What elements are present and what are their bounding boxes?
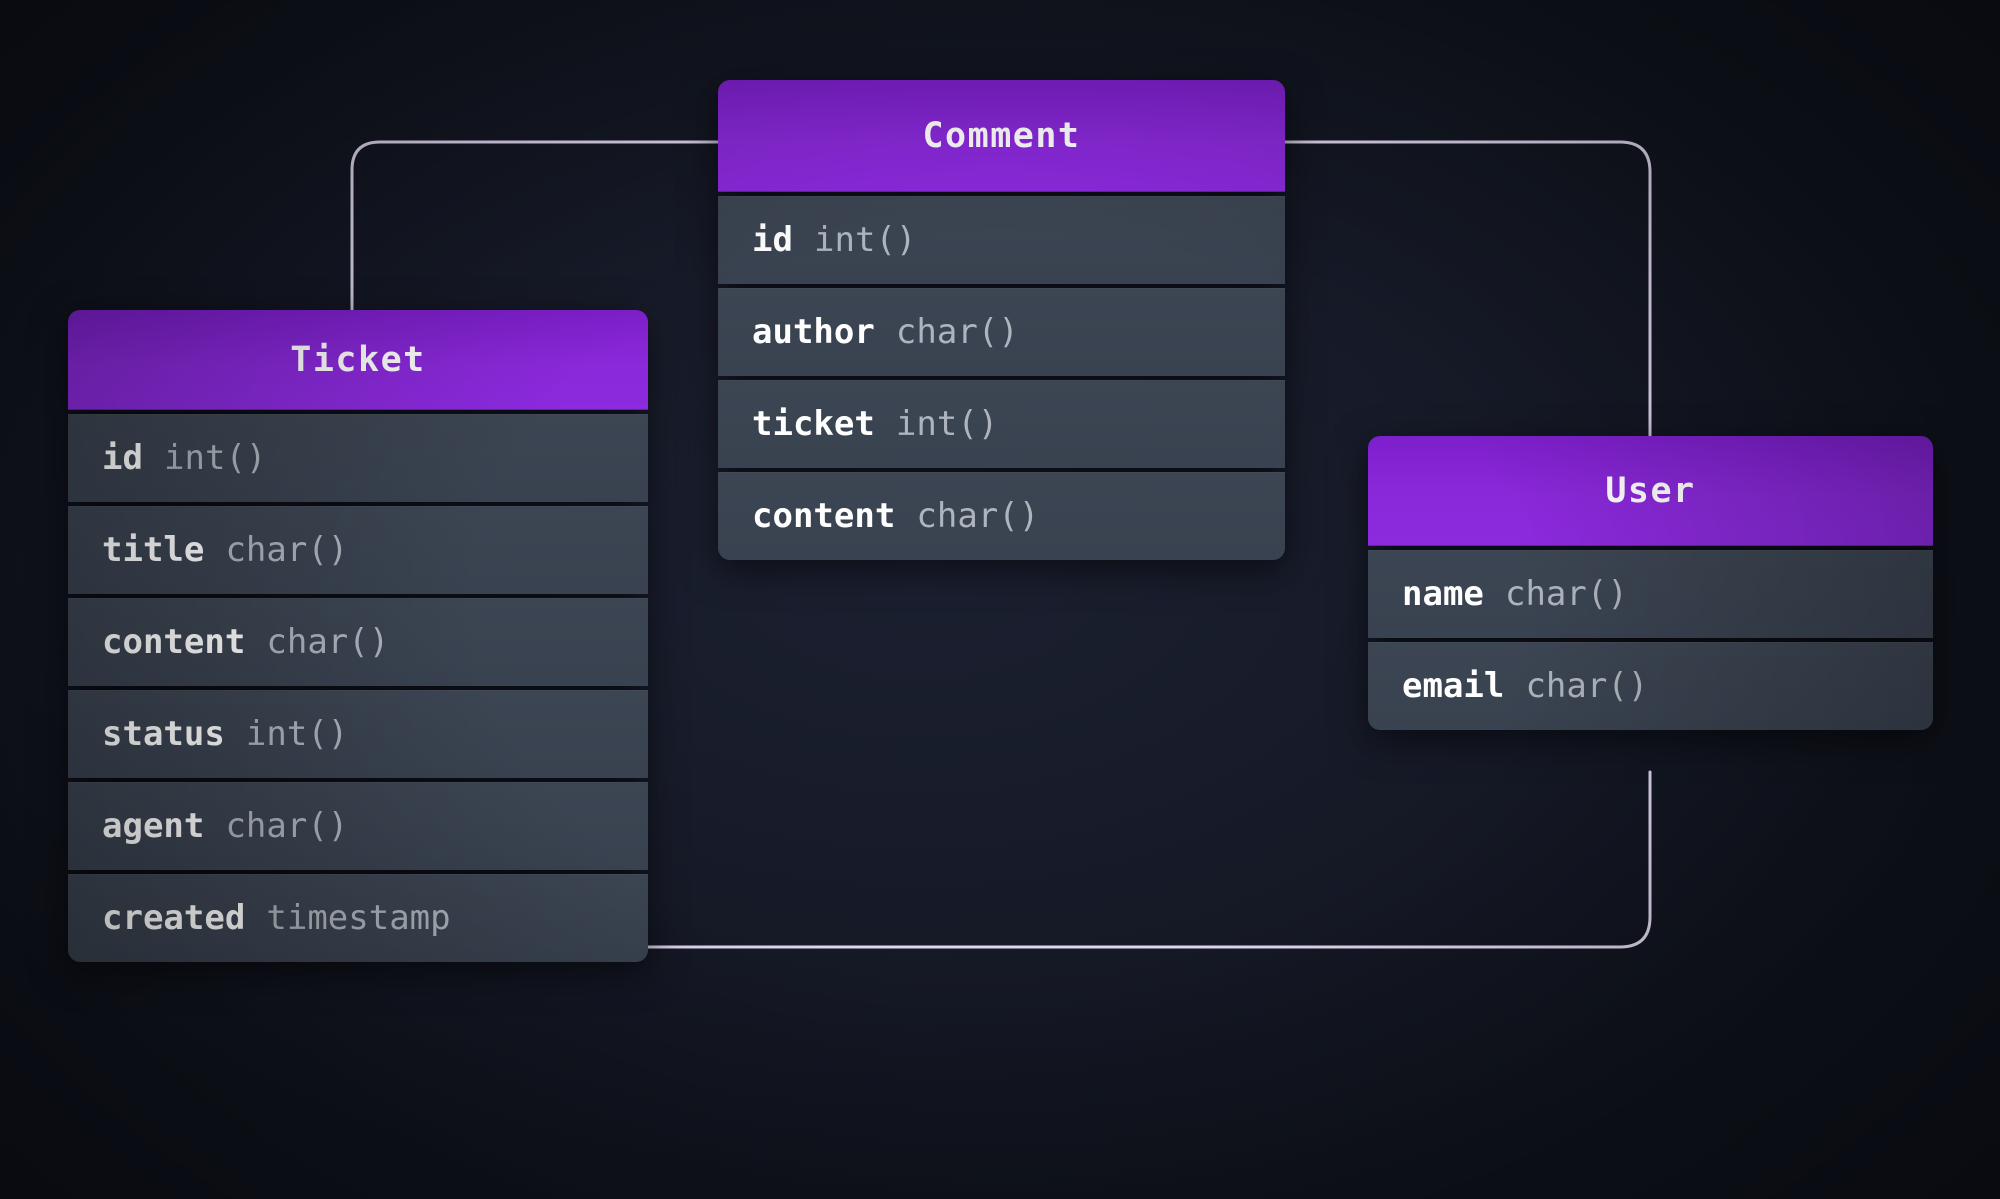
field-row[interactable]: created timestamp — [68, 874, 648, 962]
field-row[interactable]: title char() — [68, 506, 648, 594]
field-type: timestamp — [266, 898, 451, 938]
field-type: char() — [895, 312, 1019, 352]
field-name: title — [102, 530, 205, 570]
field-row[interactable]: id int() — [68, 414, 648, 502]
field-type: int() — [814, 220, 917, 260]
field-name: content — [102, 622, 246, 662]
field-type: char() — [266, 622, 390, 662]
edge-comment-to-ticket — [350, 140, 720, 312]
entity-user-fields: name char() email char() — [1368, 546, 1933, 730]
field-name: created — [102, 898, 246, 938]
entity-comment[interactable]: Comment id int() author char() ticket in… — [718, 80, 1285, 560]
field-name: agent — [102, 806, 205, 846]
field-row[interactable]: id int() — [718, 196, 1285, 284]
field-name: email — [1402, 666, 1505, 706]
entity-ticket-fields: id int() title char() content char() sta… — [68, 410, 648, 962]
field-row[interactable]: email char() — [1368, 642, 1933, 730]
entity-comment-fields: id int() author char() ticket int() cont… — [718, 192, 1285, 560]
entity-comment-title: Comment — [718, 80, 1285, 192]
field-row[interactable]: name char() — [1368, 550, 1933, 638]
field-type: char() — [225, 806, 349, 846]
field-name: ticket — [752, 404, 875, 444]
field-type: int() — [245, 714, 349, 754]
entity-user[interactable]: User name char() email char() — [1368, 436, 1933, 730]
field-type: char() — [1525, 666, 1649, 706]
field-name: author — [752, 312, 875, 352]
field-name: content — [752, 496, 896, 536]
field-type: int() — [164, 438, 267, 478]
field-type: char() — [1504, 574, 1628, 614]
field-name: name — [1402, 574, 1484, 614]
entity-ticket-title: Ticket — [68, 310, 648, 410]
field-name: status — [102, 714, 225, 754]
field-type: int() — [895, 404, 999, 444]
field-row[interactable]: status int() — [68, 690, 648, 778]
field-row[interactable]: content char() — [68, 598, 648, 686]
field-type: char() — [225, 530, 349, 570]
entity-ticket[interactable]: Ticket id int() title char() content cha… — [68, 310, 648, 962]
field-row[interactable]: content char() — [718, 472, 1285, 560]
edge-ticket-to-user — [646, 770, 1652, 949]
edge-comment-to-user — [1283, 140, 1652, 438]
field-name: id — [102, 438, 143, 478]
field-row[interactable]: agent char() — [68, 782, 648, 870]
field-type: char() — [916, 496, 1040, 536]
field-row[interactable]: ticket int() — [718, 380, 1285, 468]
field-row[interactable]: author char() — [718, 288, 1285, 376]
field-name: id — [752, 220, 793, 260]
entity-user-title: User — [1368, 436, 1933, 546]
